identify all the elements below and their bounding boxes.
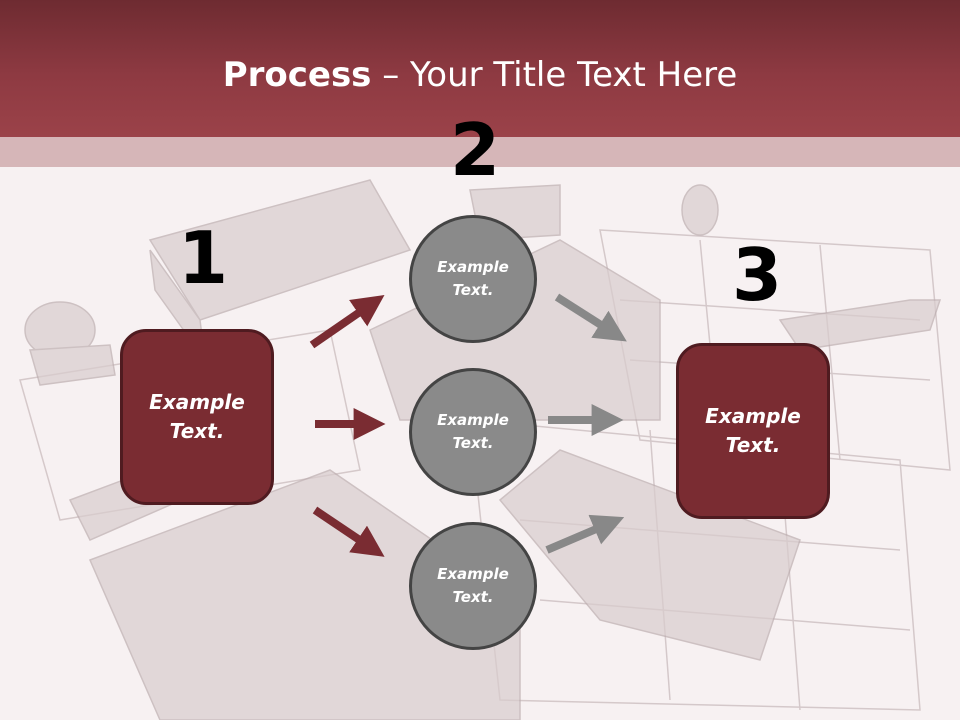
- title-rest: – Your Title Text Here: [371, 55, 738, 95]
- arrow-1-to-top: [309, 295, 385, 349]
- step-3-box: Example Text.: [676, 343, 830, 519]
- step-1-box: Example Text.: [120, 329, 274, 505]
- slide-title: Process – Your Title Text Here: [0, 52, 960, 98]
- title-bar: [0, 0, 960, 137]
- step-2-circle-top: Example Text.: [409, 215, 537, 343]
- step-2-circle-bottom: Example Text.: [409, 522, 537, 650]
- step-2-circle-middle: Example Text.: [409, 368, 537, 496]
- step-number-1: 1: [178, 216, 229, 300]
- arrow-1-to-bottom: [312, 506, 385, 557]
- step-number-3: 3: [732, 233, 783, 317]
- step-number-2: 2: [450, 108, 501, 192]
- arrow-top-to-3: [554, 293, 627, 342]
- title-band: [0, 137, 960, 167]
- arrow-bottom-to-3: [545, 514, 625, 554]
- title-bold: Process: [222, 55, 372, 95]
